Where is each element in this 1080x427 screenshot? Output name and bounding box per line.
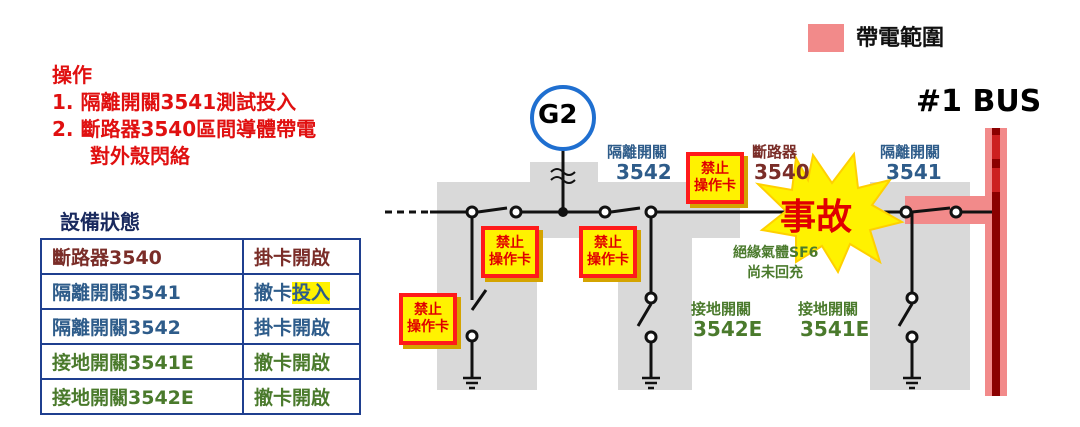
operation-item-1: 1. 隔離開關3541測試投入: [52, 90, 297, 114]
transformer-icon: [550, 168, 576, 184]
main-conductors: [430, 149, 992, 378]
gas-status-line1: 絕緣氣體SF6: [733, 245, 819, 261]
status-state: 撤卡開啟: [242, 378, 361, 415]
status-device: 隔離開關3542: [40, 308, 244, 345]
breaker-3540-name: 斷路器: [752, 143, 798, 161]
operations-block: 操作 1. 隔離開關3541測試投入 2. 斷路器3540區間導體帶電 對外殼閃…: [52, 62, 316, 170]
switch-contacts: [465, 205, 963, 344]
lockout-tag-left: 禁止操作卡: [481, 226, 539, 278]
ground-3541e-name: 接地開關: [798, 300, 859, 318]
status-highlight: 投入: [292, 282, 331, 304]
bus-label: #1 BUS: [916, 84, 1042, 119]
status-table: 斷路器3540 掛卡開啟 隔離開關3541 撤卡投入 隔離開關3542 掛卡開啟…: [40, 238, 361, 415]
fault-label: 事故: [780, 197, 853, 238]
status-device: 接地開關3541E: [40, 343, 244, 380]
ground-3541e-code: 3541E: [800, 317, 870, 341]
legend-label: 帶電範圍: [856, 26, 945, 51]
status-device: 斷路器3540: [40, 238, 244, 275]
lockout-tag-middle: 禁止操作卡: [579, 226, 637, 278]
legend-swatch: [808, 24, 844, 52]
status-state: 掛卡開啟: [242, 238, 361, 275]
status-state: 掛卡開啟: [242, 308, 361, 345]
ground-symbols: [463, 376, 921, 390]
disconnect-3542-code: 3542: [616, 160, 672, 184]
table-row: 斷路器3540 掛卡開啟: [40, 238, 361, 275]
status-device: 接地開關3542E: [40, 378, 244, 415]
generator-label: G2: [538, 100, 578, 130]
status-device: 隔離開關3541: [40, 273, 244, 310]
ground-3542e-code: 3542E: [693, 317, 763, 341]
lockout-tag-ground: 禁止操作卡: [399, 293, 457, 345]
bus-bar: [992, 128, 1000, 396]
status-state: 撤卡開啟: [242, 343, 361, 380]
generator-icon: [530, 85, 596, 151]
junction-node: [558, 207, 568, 217]
ground-3542e-name: 接地開關: [691, 300, 752, 318]
table-row: 接地開關3541E 撤卡開啟: [40, 343, 361, 380]
operation-item-2: 2. 斷路器3540區間導體帶電: [52, 117, 317, 141]
table-row: 隔離開關3542 掛卡開啟: [40, 308, 361, 345]
table-row: 隔離開關3541 撤卡投入: [40, 273, 361, 310]
disconnect-3542-name: 隔離開關: [607, 143, 668, 161]
disconnect-3541-name: 隔離開關: [880, 143, 941, 161]
status-state: 撤卡投入: [242, 273, 361, 310]
bus-bar-markers: [992, 135, 1000, 192]
gas-status-line2: 尚未回充: [747, 265, 803, 281]
breaker-3540-code: 3540: [754, 160, 810, 184]
table-row: 接地開關3542E 撤卡開啟: [40, 378, 361, 415]
operations-title: 操作: [52, 63, 92, 87]
operation-item-2-cont: 對外殼閃絡: [90, 144, 190, 168]
fault-burst-icon: [754, 151, 905, 275]
lockout-tag-breaker: 禁止操作卡: [686, 152, 744, 204]
disconnect-3541-code: 3541: [886, 160, 942, 184]
status-title: 設備狀態: [60, 210, 140, 234]
